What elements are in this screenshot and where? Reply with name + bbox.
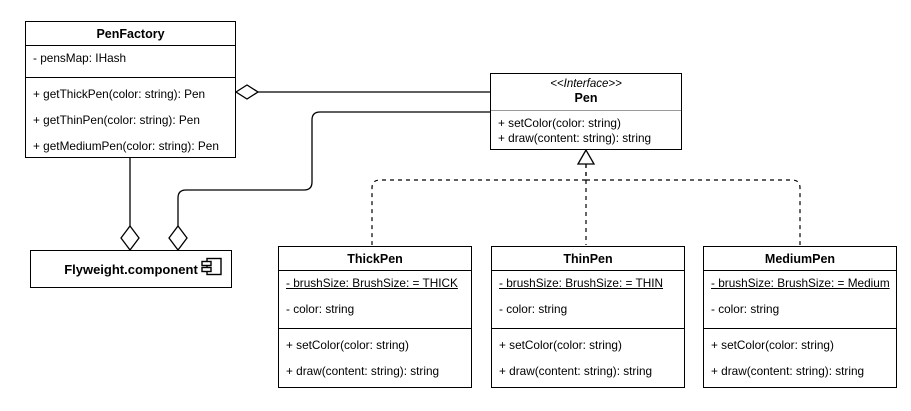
operation-row: + draw(content: string): string: [499, 364, 653, 379]
operation-row: + draw(content: string): string: [711, 364, 865, 379]
attribute-row: - pensMap: IHash: [33, 51, 127, 66]
realization-triangle-pen: [576, 148, 596, 165]
aggregation-diamond-penfactory-pen: [234, 84, 260, 100]
component-label: Flyweight.component: [64, 261, 198, 277]
realization-edge-thickpen: [371, 164, 587, 245]
aggregation-diamond-penfactory-flyweight: [120, 224, 140, 252]
operation-row: + getThinPen(color: string): Pen: [33, 113, 200, 128]
class-box-mediumpen[interactable]: MediumPen - brushSize: BrushSize: = Medi…: [703, 246, 897, 388]
component-box-flyweight[interactable]: Flyweight.component: [30, 250, 232, 288]
operation-row: + getMediumPen(color: string): Pen: [33, 138, 219, 153]
aggregation-diamond-pen-flyweight: [168, 224, 188, 252]
operations-section-mediumpen: + setColor(color: string) + draw(content…: [704, 328, 896, 383]
component-icon: [201, 256, 223, 283]
operations-section-penfactory: + getThickPen(color: string): Pen + getT…: [26, 77, 235, 158]
class-name-thinpen: ThinPen: [563, 252, 613, 266]
operation-row: + setColor(color: string): [498, 115, 621, 130]
attributes-section-thinpen: - brushSize: BrushSize: = THIN - color: …: [492, 270, 684, 328]
operation-row: + getThickPen(color: string): Pen: [33, 87, 206, 102]
attribute-row: - brushSize: BrushSize: = Medium: [711, 276, 890, 291]
attributes-section-thickpen: - brushSize: BrushSize: = THICK - color:…: [279, 270, 471, 328]
class-box-thickpen[interactable]: ThickPen - brushSize: BrushSize: = THICK…: [278, 246, 472, 388]
realization-edge-mediumpen: [586, 179, 801, 245]
attribute-row: - brushSize: BrushSize: = THICK: [286, 276, 458, 291]
attribute-row: - color: string: [499, 302, 568, 317]
attribute-row: - brushSize: BrushSize: = THIN: [499, 276, 664, 291]
class-name-thickpen: ThickPen: [347, 252, 403, 266]
attributes-section-mediumpen: - brushSize: BrushSize: = Medium - color…: [704, 270, 896, 328]
operation-row: + draw(content: string): string: [286, 364, 440, 379]
class-box-pen[interactable]: <<Interface>> Pen + setColor(color: stri…: [490, 73, 682, 150]
operation-row: + setColor(color: string): [499, 338, 622, 353]
operations-section-thickpen: + setColor(color: string) + draw(content…: [279, 328, 471, 383]
class-name-pen: <<Interface>> Pen: [491, 74, 681, 110]
class-box-thinpen[interactable]: ThinPen - brushSize: BrushSize: = THIN -…: [491, 246, 685, 388]
operation-row: + setColor(color: string): [711, 338, 834, 353]
attribute-row: - color: string: [711, 302, 780, 317]
attributes-section-penfactory: - pensMap: IHash: [26, 45, 235, 77]
class-name-text: Pen: [574, 91, 598, 106]
operations-section-pen: + setColor(color: string) + draw(content…: [491, 109, 681, 151]
attribute-row: - color: string: [286, 302, 355, 317]
operations-section-thinpen: + setColor(color: string) + draw(content…: [492, 328, 684, 383]
operation-row: + draw(content: string): string: [498, 131, 652, 146]
class-name-mediumpen: MediumPen: [764, 252, 836, 266]
operation-row: + setColor(color: string): [286, 338, 409, 353]
class-name-penfactory: PenFactory: [96, 27, 165, 41]
stereotype-interface: <<Interface>>: [550, 78, 622, 90]
class-box-penfactory[interactable]: PenFactory - pensMap: IHash + getThickPe…: [25, 21, 236, 158]
